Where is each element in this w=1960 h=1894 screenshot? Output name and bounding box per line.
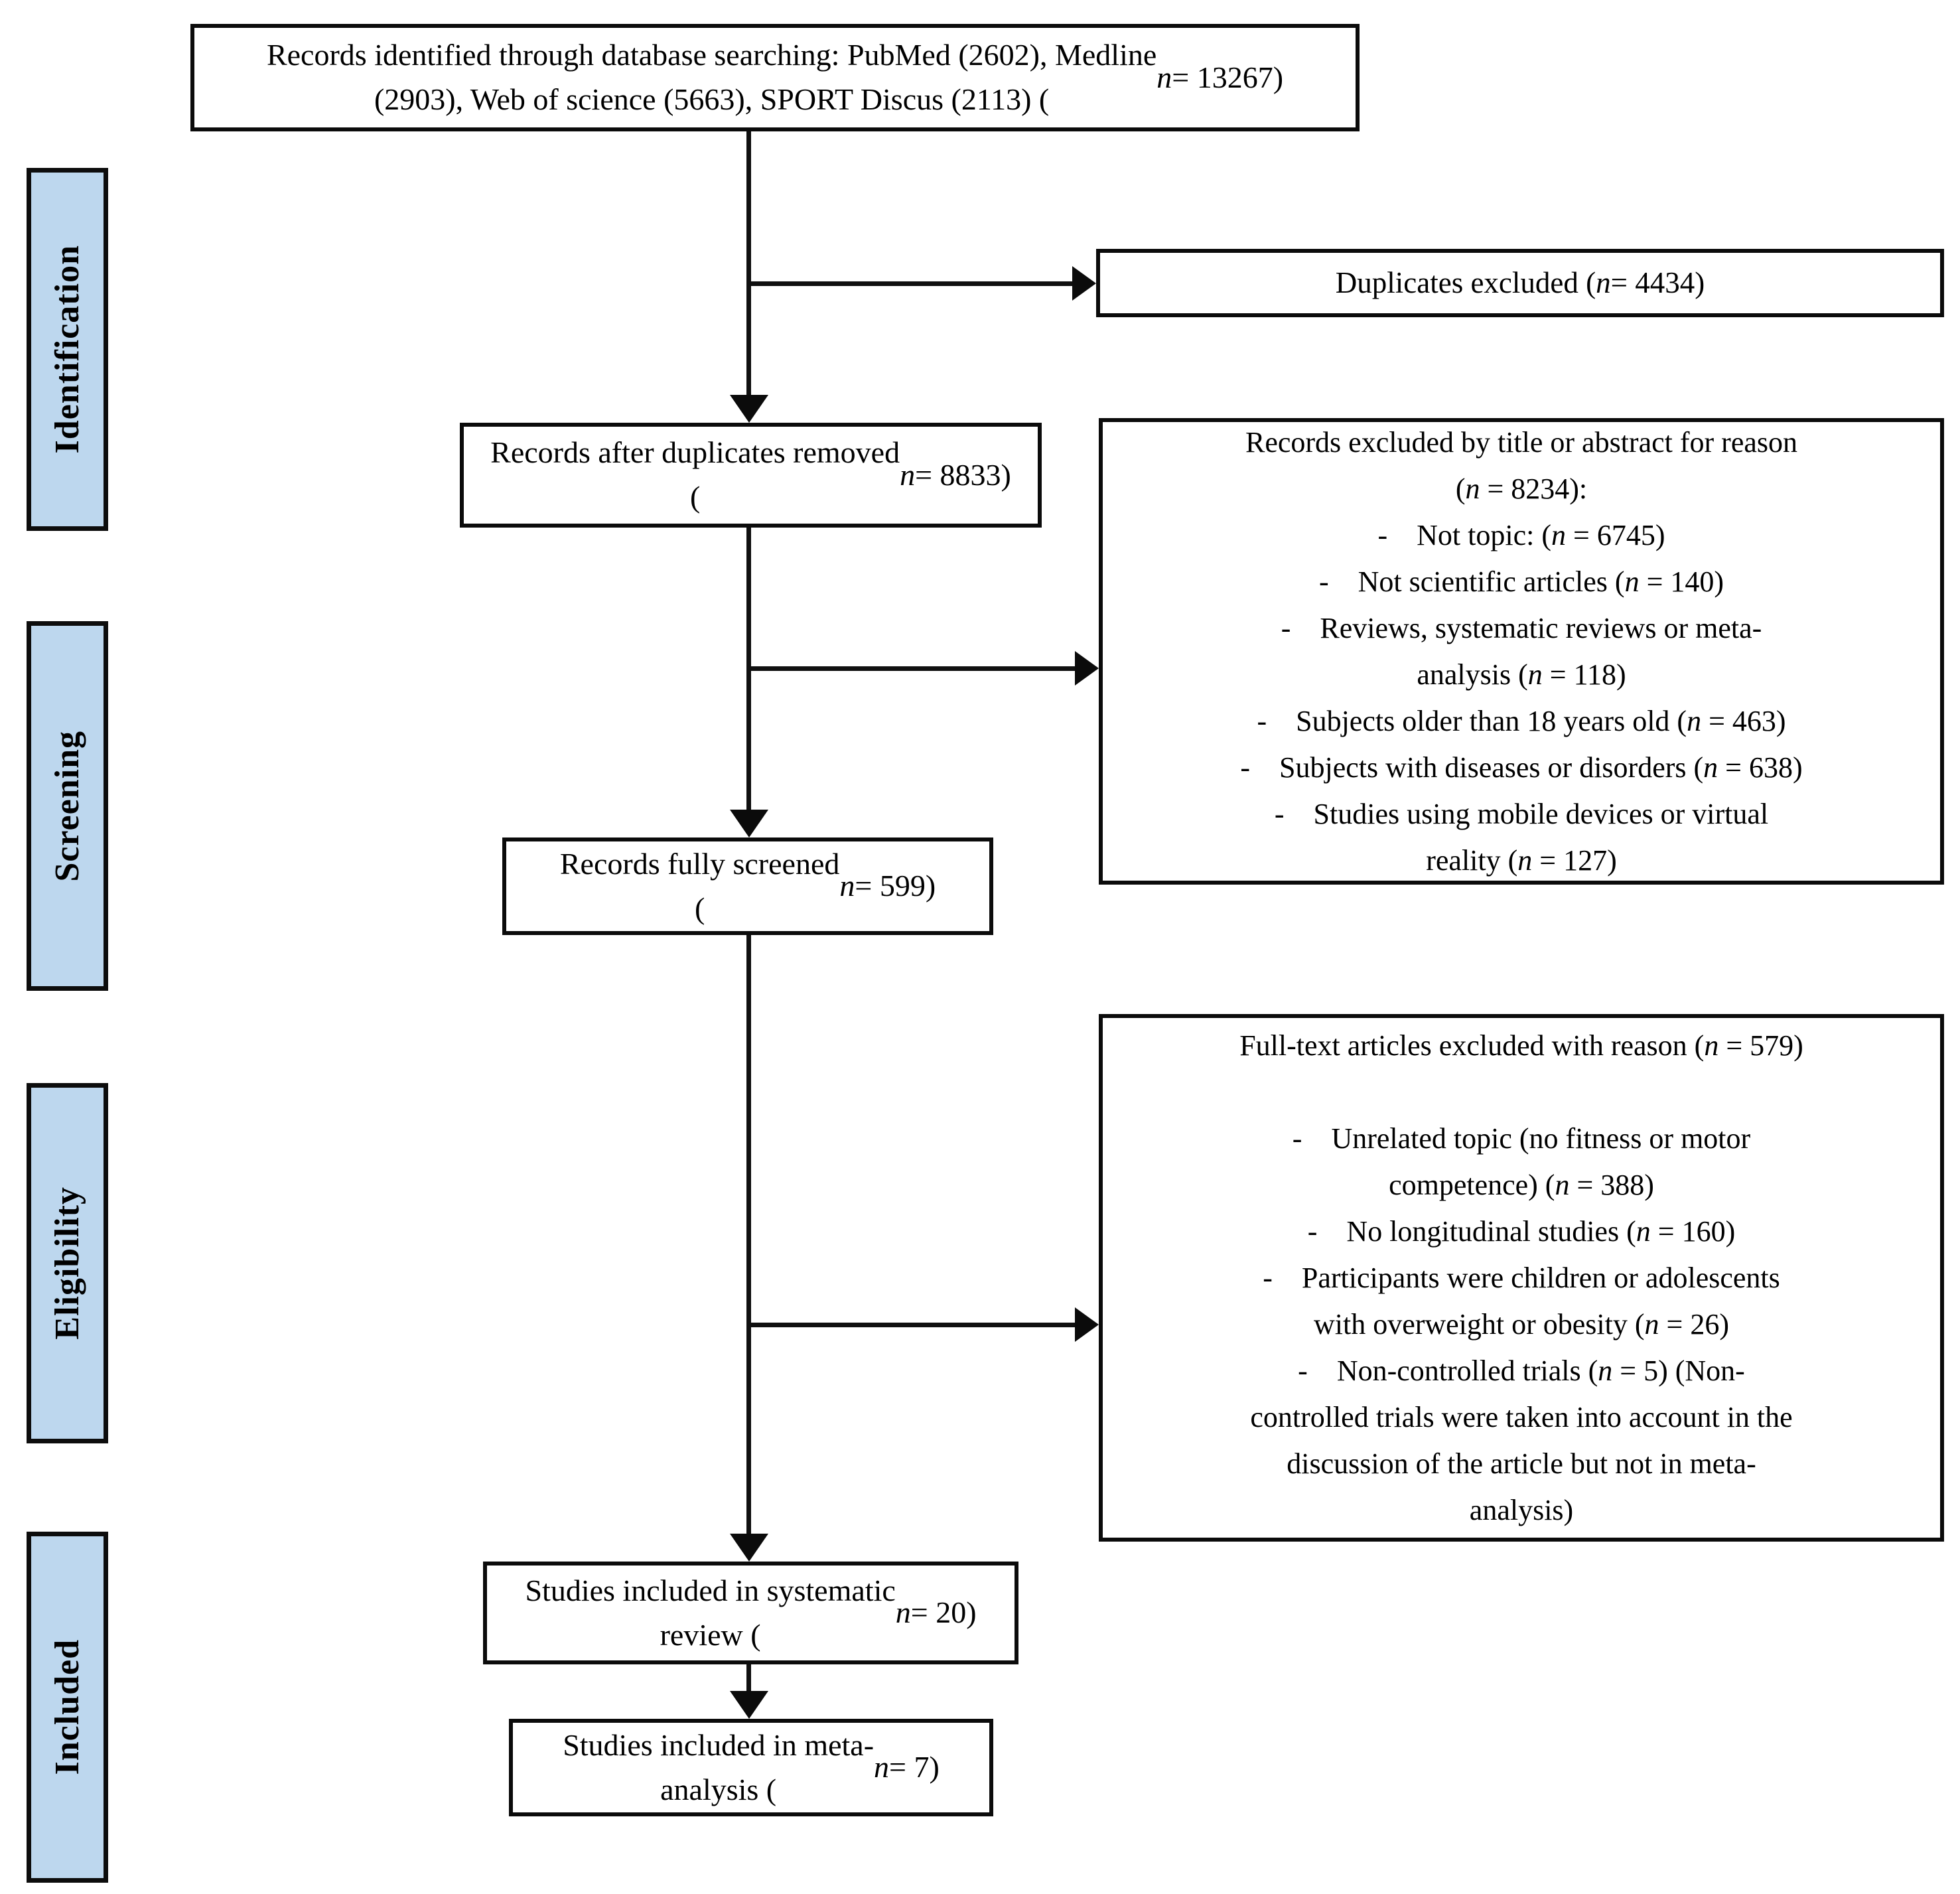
- list-item: - Unrelated topic (no fitness or motor c…: [1292, 1122, 1751, 1201]
- list-item: - No longitudinal studies (n = 160): [1307, 1214, 1736, 1248]
- connector-line: [746, 935, 751, 1537]
- exclusion-reasons-list: - Unrelated topic (no fitness or motor c…: [1125, 1116, 1918, 1534]
- duplicates-excluded-box: Duplicates excluded (n = 4434): [1096, 249, 1944, 317]
- systematic-review-included-box: Studies included in systematic review (n…: [483, 1562, 1018, 1664]
- exclusion-reasons-list: - Not topic: (n = 6745) - Not scientific …: [1125, 512, 1918, 884]
- list-item: - Non-controlled trials (n = 5) (Non- co…: [1250, 1354, 1793, 1526]
- stage-label: Included: [48, 1639, 86, 1775]
- exclusion-heading: Records excluded by title or abstract fo…: [1245, 425, 1798, 505]
- stage-label: Eligibility: [48, 1187, 86, 1340]
- stage-label: Screening: [48, 730, 86, 882]
- stage-eligibility: Eligibility: [27, 1083, 108, 1443]
- stage-label: Identification: [48, 245, 86, 454]
- connector-line: [746, 1664, 751, 1694]
- connector-line: [748, 1323, 1076, 1327]
- excluded-full-text-box: Full-text articles excluded with reason …: [1099, 1014, 1944, 1542]
- arrowhead-down-icon: [730, 395, 768, 423]
- records-after-duplicates-box: Records after duplicates removed (n = 88…: [460, 423, 1042, 528]
- meta-analysis-included-box: Studies included in meta- analysis (n = …: [509, 1719, 993, 1816]
- list-item: - Subjects older than 18 years old (n = …: [1257, 704, 1786, 737]
- exclusion-heading: Full-text articles excluded with reason …: [1239, 1029, 1803, 1062]
- arrowhead-right-icon: [1075, 651, 1099, 686]
- list-item: - Reviews, systematic reviews or meta- a…: [1281, 611, 1762, 691]
- arrowhead-down-icon: [730, 1534, 768, 1562]
- list-item: - Not scientific articles (n = 140): [1318, 565, 1724, 598]
- connector-line: [748, 281, 1074, 286]
- list-item: - Participants were children or adolesce…: [1263, 1261, 1780, 1341]
- excluded-title-abstract-box: Records excluded by title or abstract fo…: [1099, 418, 1944, 885]
- list-item: - Studies using mobile devices or virtua…: [1274, 797, 1769, 877]
- connector-line: [748, 666, 1076, 671]
- list-item: - Subjects with diseases or disorders (n…: [1240, 751, 1803, 784]
- stage-included: Included: [27, 1532, 108, 1883]
- arrowhead-down-icon: [730, 810, 768, 838]
- records-identified-box: Records identified through database sear…: [190, 24, 1360, 131]
- arrowhead-down-icon: [730, 1691, 768, 1719]
- connector-line: [746, 131, 751, 398]
- records-fully-screened-box: Records fully screened (n = 599): [502, 838, 993, 935]
- arrowhead-right-icon: [1075, 1307, 1099, 1342]
- arrowhead-right-icon: [1072, 266, 1096, 301]
- list-item: - Not topic: (n = 6745): [1377, 518, 1665, 551]
- stage-identification: Identification: [27, 168, 108, 531]
- stage-screening: Screening: [27, 621, 108, 991]
